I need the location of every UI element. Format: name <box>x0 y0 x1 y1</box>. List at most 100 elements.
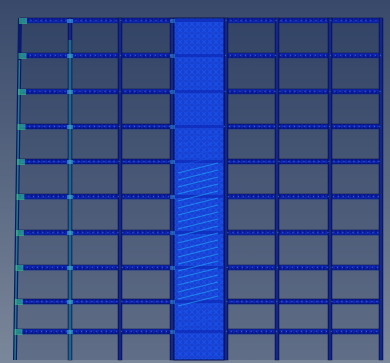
mesh-node <box>229 54 232 57</box>
mesh-node <box>353 125 356 128</box>
mesh-node <box>363 160 365 163</box>
mesh-node <box>159 90 161 93</box>
mesh-node <box>126 300 128 303</box>
mesh-node <box>308 125 311 128</box>
mesh-node <box>29 90 31 93</box>
mesh-node <box>301 300 303 303</box>
mesh-node <box>117 231 119 234</box>
mesh-node <box>47 231 49 234</box>
mesh-node <box>141 300 143 303</box>
mesh-node <box>36 300 38 303</box>
mesh-node <box>267 195 270 198</box>
mesh-node <box>80 330 83 333</box>
mesh-node <box>235 19 237 22</box>
joint-stress <box>16 194 25 200</box>
mesh-node <box>362 231 364 234</box>
mesh-node <box>364 90 366 93</box>
mesh-node <box>62 195 65 198</box>
mesh-node <box>227 195 230 198</box>
mesh-node <box>309 54 312 57</box>
mesh-node <box>291 266 294 269</box>
mesh-node <box>47 195 50 198</box>
mesh-node <box>31 266 34 269</box>
mesh-node <box>286 266 289 269</box>
mesh-node <box>48 125 51 128</box>
mesh-node <box>38 160 40 163</box>
mesh-node <box>371 300 373 303</box>
mesh-node <box>163 125 166 128</box>
mesh-node <box>254 54 257 57</box>
core-stress-streak <box>177 176 219 188</box>
mesh-node <box>285 330 288 333</box>
mesh-node <box>99 54 102 57</box>
mesh-node <box>240 19 242 22</box>
mesh-node <box>160 19 162 22</box>
mesh-node <box>313 125 316 128</box>
mesh-node <box>135 330 138 333</box>
mesh-node <box>85 19 87 22</box>
mesh-node <box>232 195 235 198</box>
mesh-node <box>32 195 35 198</box>
mesh-node <box>53 125 56 128</box>
mesh-node <box>293 125 296 128</box>
mesh-node <box>267 231 269 234</box>
mesh-node <box>161 300 163 303</box>
mesh-node <box>169 90 171 93</box>
mesh-node <box>232 231 234 234</box>
mesh-node <box>257 231 259 234</box>
mesh-node <box>58 125 61 128</box>
joint-stress <box>67 195 73 199</box>
mesh-node <box>165 330 168 333</box>
mesh-node <box>335 19 337 22</box>
core-stress-streak <box>177 162 219 174</box>
mesh-node <box>295 330 298 333</box>
mesh-node <box>261 266 264 269</box>
mesh-node <box>120 19 122 22</box>
mesh-node <box>225 19 227 22</box>
mesh-node <box>228 125 231 128</box>
mesh-node <box>22 231 24 234</box>
mesh-node <box>27 231 29 234</box>
mesh-node <box>57 231 59 234</box>
mesh-node <box>38 125 41 128</box>
mesh-node <box>375 330 378 333</box>
mesh-node <box>125 330 128 333</box>
mesh-node <box>288 160 290 163</box>
mesh-node <box>331 300 333 303</box>
shear-wall-core <box>173 17 225 361</box>
mesh-node <box>373 160 375 163</box>
mesh-node <box>37 195 40 198</box>
mesh-node <box>84 90 86 93</box>
mesh-node <box>227 231 229 234</box>
mesh-node <box>310 330 313 333</box>
mesh-node <box>154 54 157 57</box>
mesh-node <box>269 54 272 57</box>
mesh-node <box>237 231 239 234</box>
mesh-node <box>85 330 88 333</box>
mesh-node <box>155 19 157 22</box>
mesh-node <box>136 300 138 303</box>
mesh-node <box>316 300 318 303</box>
mesh-node <box>332 195 335 198</box>
mesh-node <box>128 160 130 163</box>
mesh-node <box>121 266 124 269</box>
mesh-node <box>239 90 241 93</box>
mesh-node <box>308 160 310 163</box>
mesh-node <box>135 19 137 22</box>
mesh-node <box>351 300 353 303</box>
mesh-node <box>125 19 127 22</box>
mesh-node <box>284 90 286 93</box>
mesh-node <box>113 160 115 163</box>
mesh-node <box>255 330 258 333</box>
mesh-node <box>88 160 90 163</box>
mesh-node <box>256 300 258 303</box>
mesh-node <box>103 160 105 163</box>
core-stress-streak <box>177 134 219 146</box>
mesh-node <box>231 300 233 303</box>
mesh-node <box>240 330 243 333</box>
mesh-node <box>52 231 54 234</box>
mesh-node <box>139 90 141 93</box>
mesh-node <box>292 231 294 234</box>
joint-stress <box>15 265 24 271</box>
mesh-node <box>44 90 46 93</box>
